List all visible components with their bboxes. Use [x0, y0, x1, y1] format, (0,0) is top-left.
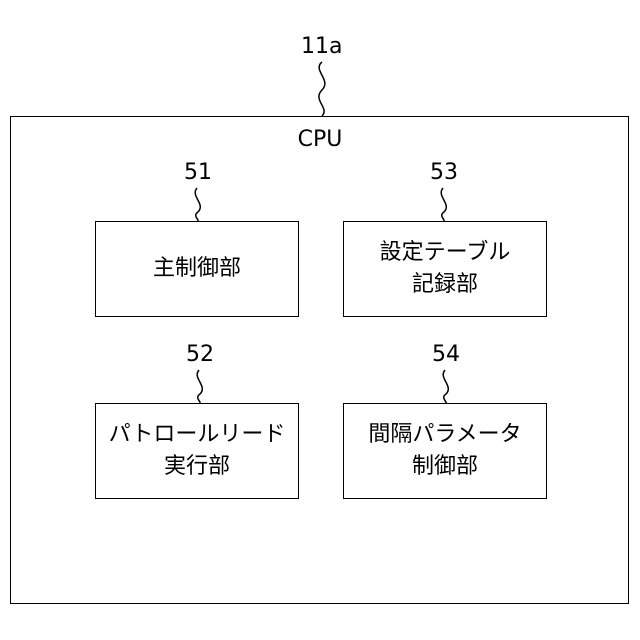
ref-51: 51: [184, 162, 212, 184]
block-main-control: 主制御部: [95, 221, 299, 317]
ref-54: 54: [432, 344, 460, 366]
ref-52: 52: [186, 344, 214, 366]
block-settings-table-recorder-line2: 記録部: [412, 269, 478, 301]
ref-11a: 11a: [301, 36, 342, 58]
block-patrol-read-executor-line1: パトロールリード: [109, 419, 286, 451]
block-interval-parameter-control-line1: 間隔パラメータ: [368, 419, 521, 451]
block-settings-table-recorder-line1: 設定テーブル: [380, 237, 511, 269]
block-patrol-read-executor: パトロールリード 実行部: [95, 403, 299, 499]
block-interval-parameter-control-line2: 制御部: [412, 451, 478, 483]
block-settings-table-recorder: 設定テーブル 記録部: [343, 221, 547, 317]
block-interval-parameter-control: 間隔パラメータ 制御部: [343, 403, 547, 499]
leader-line-11a: [319, 62, 325, 116]
block-main-control-label: 主制御部: [153, 253, 241, 285]
cpu-frame: [10, 116, 629, 604]
block-patrol-read-executor-line2: 実行部: [164, 451, 230, 483]
ref-53: 53: [430, 162, 458, 184]
cpu-label: CPU: [0, 129, 640, 151]
